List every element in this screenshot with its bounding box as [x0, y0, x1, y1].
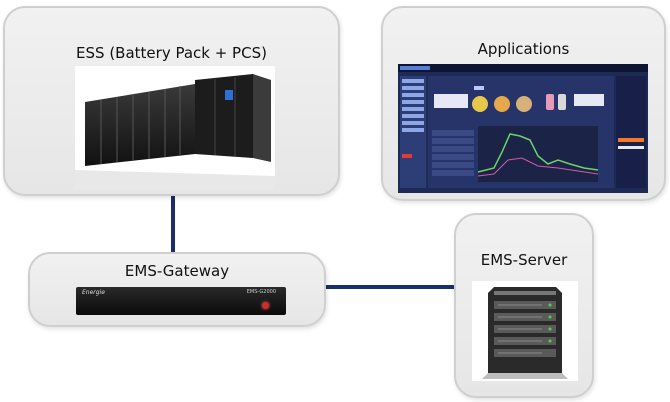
server-node: EMS-Server	[454, 213, 594, 398]
battery-rack-icon	[75, 66, 275, 190]
ess-label: ESS (Battery Pack + PCS)	[76, 44, 267, 62]
gateway-label: EMS-Gateway	[124, 262, 230, 280]
gateway-brand: Energie	[82, 289, 105, 296]
ess-node: ESS (Battery Pack + PCS)	[3, 6, 340, 196]
gateway-model: EMS-G2000	[246, 289, 276, 295]
applications-node: Applications	[381, 6, 666, 201]
server-tower-icon	[472, 281, 578, 381]
server-label: EMS-Server	[480, 251, 568, 269]
gateway-node: EMS-Gateway Energie EMS-G2000	[28, 252, 326, 327]
gateway-device-icon: Energie EMS-G2000	[76, 287, 286, 315]
ems-dashboard-screenshot	[398, 64, 648, 193]
applications-label: Applications	[477, 40, 570, 58]
gateway-led-icon	[262, 302, 269, 309]
connector-gateway-server	[326, 285, 476, 289]
connector-ess-gateway	[171, 196, 175, 256]
